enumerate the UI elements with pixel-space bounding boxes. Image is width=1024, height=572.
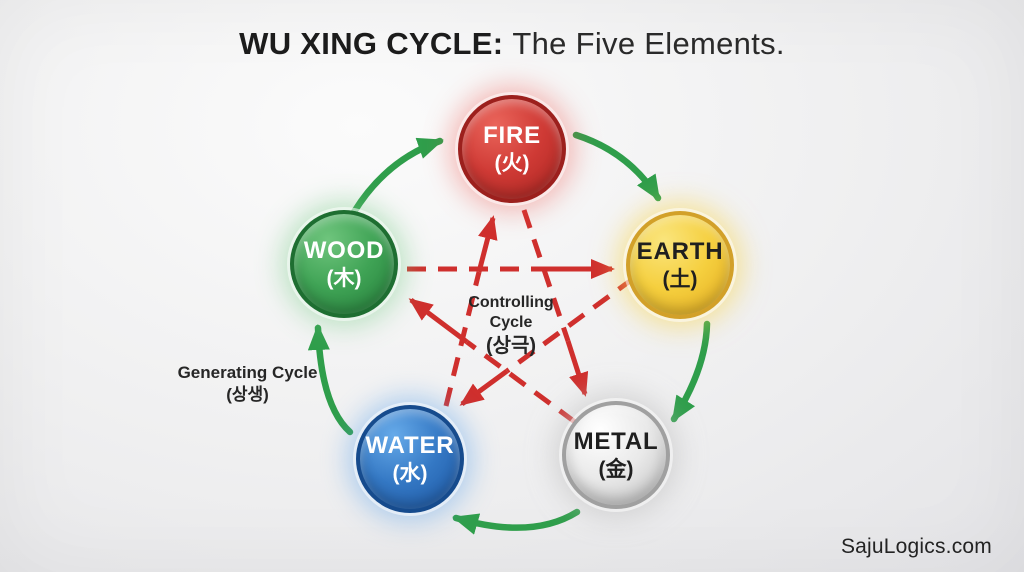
arrow-metal-to-wood [408,298,577,425]
element-water: WATER (水) [356,405,464,513]
arrow-metal-to-wood-head [408,298,469,344]
element-metal-name: METAL [573,427,659,455]
element-water-name: WATER [365,431,455,459]
controlling-cycle-label-hangul: (상극) [485,335,537,357]
element-earth-name: EARTH [636,237,724,265]
element-earth: EARTH (土) [626,211,734,319]
arrow-earth-to-water-head [459,368,509,407]
generating-cycle-label-hangul: (상생) [226,384,269,404]
controlling-cycle-label: Controlling Cycle (상극) [441,293,581,359]
arrow-fire-to-metal-head [565,340,589,397]
arrow-earth-to-water-dashes [505,275,636,374]
element-metal: METAL (金) [562,401,670,509]
element-wood: WOOD (木) [290,210,398,318]
controlling-cycle-label-word2: Cycle [489,314,533,331]
arrow-fire-to-earth [572,131,662,202]
element-wood-name: WOOD [303,236,385,264]
title-emphasis: WU XING CYCLE: [239,26,504,61]
controlling-cycle-label-word1: Controlling [468,294,554,311]
element-water-symbol: (水) [392,461,428,485]
generating-cycle-label: Generating Cycle (상생) [160,362,335,406]
element-fire-name: FIRE [483,121,541,149]
arrow-metal-to-water [452,508,581,535]
element-fire-symbol: (火) [494,151,530,175]
element-earth-symbol: (土) [662,267,698,291]
element-fire: FIRE (火) [458,95,566,203]
arrow-metal-to-wood-dashes [465,339,577,425]
arrow-wood-to-fire [350,137,444,216]
element-wood-symbol: (木) [326,266,362,290]
arrow-fire-to-metal [521,209,589,397]
title-rest: The Five Elements. [512,26,785,61]
element-metal-symbol: (金) [598,457,634,481]
watermark: SajuLogics.com [840,535,992,558]
generating-cycle-arrows [307,131,711,535]
arrow-earth-to-metal [670,320,711,423]
arrow-fire-to-metal-dashes [521,209,571,342]
arrow-water-to-wood [307,324,354,436]
arrow-earth-to-water [459,275,636,407]
arrow-water-to-fire-head [476,215,498,273]
controlling-cycle-arrows [407,209,636,425]
page-title: WU XING CYCLE:The Five Elements. [0,26,1024,62]
generating-cycle-label-text: Generating Cycle [177,363,318,382]
